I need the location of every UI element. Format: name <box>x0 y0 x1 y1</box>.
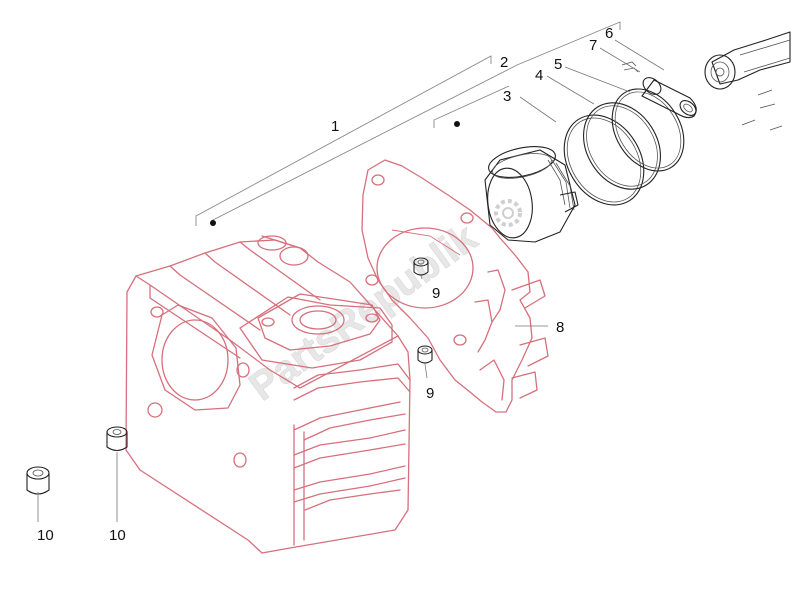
group-marker-dot-1 <box>210 220 216 226</box>
watermark-gear-icon <box>494 199 522 227</box>
callout-2: 2 <box>500 54 508 71</box>
callout-1: 1 <box>331 118 339 135</box>
bushing-left <box>26 466 50 495</box>
leader-lines <box>37 39 665 522</box>
callout-7: 7 <box>589 37 597 54</box>
callout-10-right: 10 <box>109 527 126 544</box>
callout-3: 3 <box>503 88 511 105</box>
callout-6: 6 <box>605 25 613 42</box>
bushing-right <box>106 426 128 452</box>
callout-4: 4 <box>535 67 543 84</box>
dowel-pin-upper <box>413 257 429 276</box>
connecting-rod <box>704 31 791 131</box>
watermark-text: PartsRepublik <box>241 215 485 409</box>
piston <box>484 146 579 243</box>
callout-5: 5 <box>554 56 562 73</box>
dowel-pin-lower <box>417 345 433 364</box>
cylinder-block <box>125 235 411 554</box>
piston-ring-4 <box>583 102 661 190</box>
group-marker-dot-3 <box>454 121 460 127</box>
wrist-pin <box>641 77 697 119</box>
callout-10-left: 10 <box>37 527 54 544</box>
circlip <box>621 61 639 73</box>
group-bracket-1 <box>195 55 492 226</box>
callout-9-lower: 9 <box>426 385 434 402</box>
piston-ring-3 <box>563 114 645 206</box>
group-bracket-2 <box>210 21 621 222</box>
head-gasket <box>361 159 549 413</box>
callout-labels: 1 2 3 4 5 6 7 8 9 9 10 10 <box>37 25 613 544</box>
callout-8: 8 <box>556 319 564 336</box>
group-bracket-3 <box>433 85 510 128</box>
callout-9-upper: 9 <box>432 285 440 302</box>
